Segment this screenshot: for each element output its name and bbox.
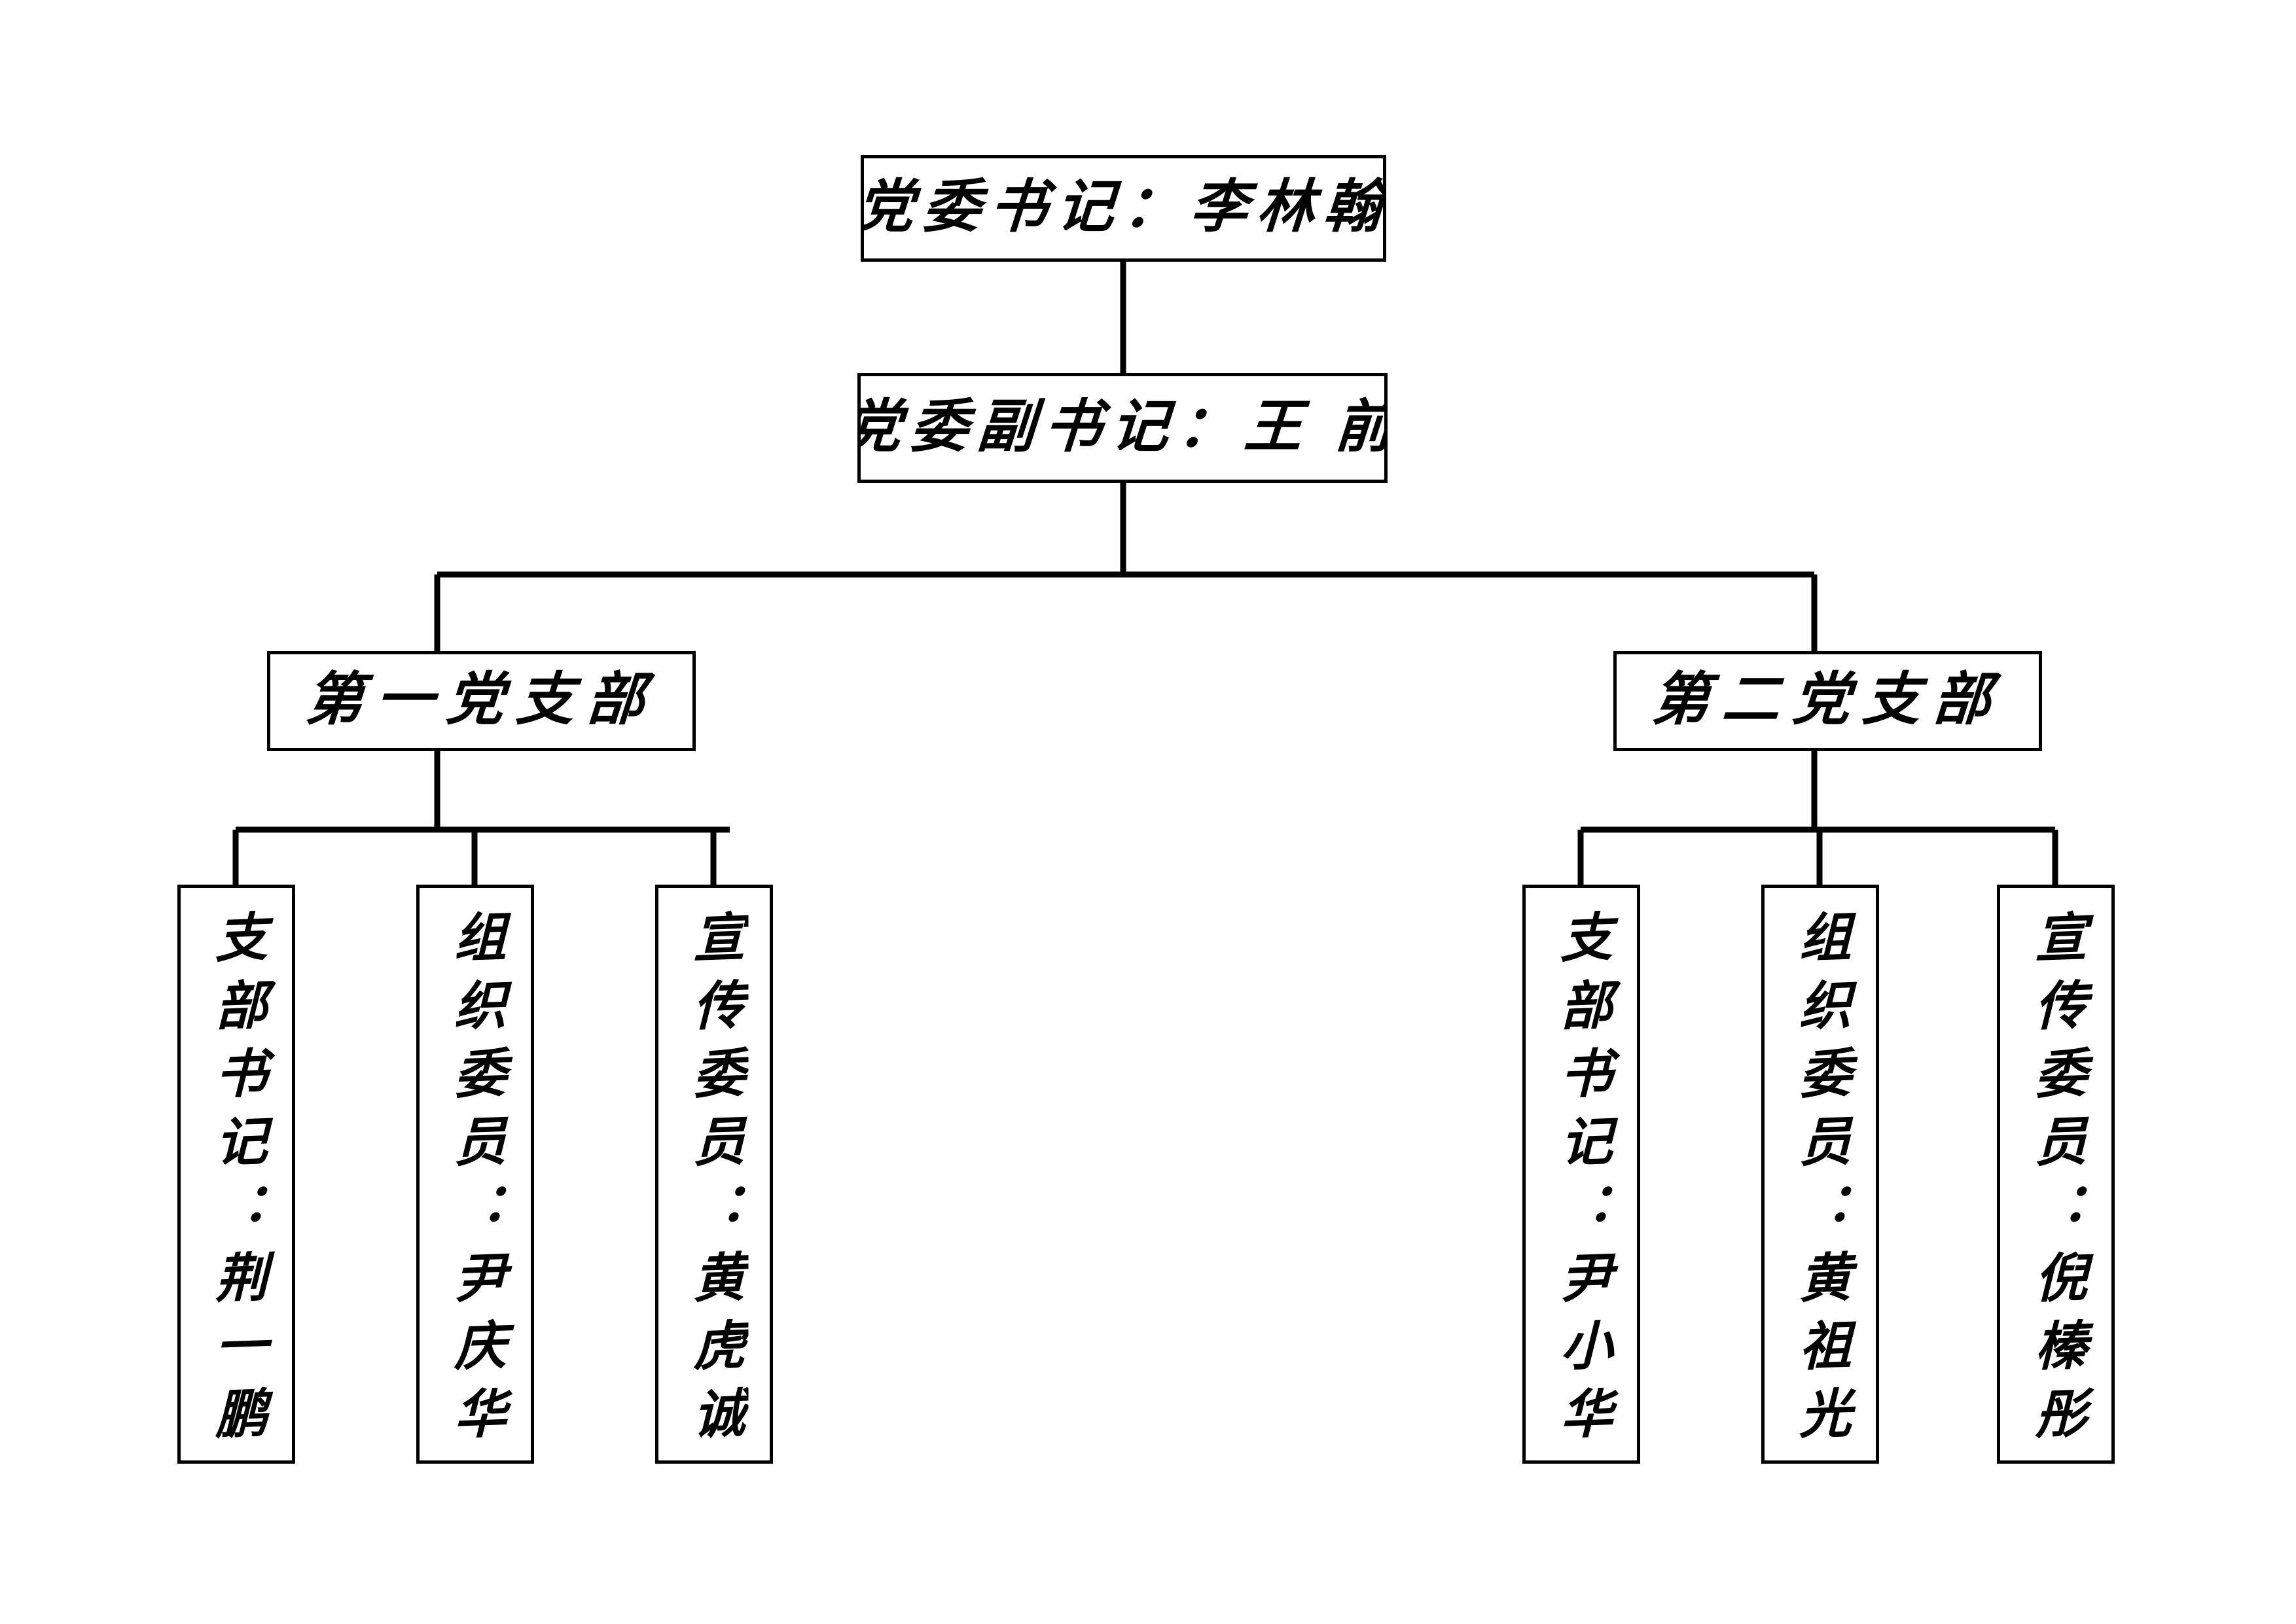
node-branch-1-member-1[interactable]: 支部书记：荆一鹏	[177, 885, 295, 1464]
node-branch-2[interactable]: 第二党支部	[1613, 651, 2042, 751]
node-label-branch-2-member-2: 组织委员：黄祖光	[1791, 909, 1849, 1456]
node-branch-2-member-2[interactable]: 组织委员：黄祖光	[1761, 885, 1879, 1464]
node-label-branch-1-member-1: 支部书记：荆一鹏	[207, 909, 265, 1456]
node-party-committee-deputy-secretary[interactable]: 党委副书记：王 前	[857, 373, 1388, 483]
node-branch-1[interactable]: 第一党支部	[267, 651, 696, 751]
node-branch-2-member-3[interactable]: 宣传委员：倪榛彤	[1997, 885, 2115, 1464]
node-label-branch-2: 第二党支部	[1649, 669, 2006, 733]
node-label-branch-1-member-2: 组织委员：尹庆华	[446, 909, 504, 1456]
node-label-party-committee-deputy-secretary: 党委副书记：王 前	[857, 395, 1388, 459]
node-branch-2-member-1[interactable]: 支部书记：尹小华	[1522, 885, 1640, 1464]
node-label-branch-2-member-3: 宣传委员：倪榛彤	[2027, 909, 2085, 1456]
node-label-branch-1: 第一党支部	[303, 669, 660, 733]
node-branch-1-member-2[interactable]: 组织委员：尹庆华	[416, 885, 534, 1464]
node-label-branch-1-member-3: 宣传委员：黄虎诚	[685, 909, 743, 1456]
node-party-committee-secretary[interactable]: 党委书记：李林翰	[861, 155, 1386, 262]
node-branch-1-member-3[interactable]: 宣传委员：黄虎诚	[655, 885, 773, 1464]
node-label-party-committee-secretary: 党委书记：李林翰	[861, 176, 1386, 240]
node-label-branch-2-member-1: 支部书记：尹小华	[1552, 909, 1610, 1456]
